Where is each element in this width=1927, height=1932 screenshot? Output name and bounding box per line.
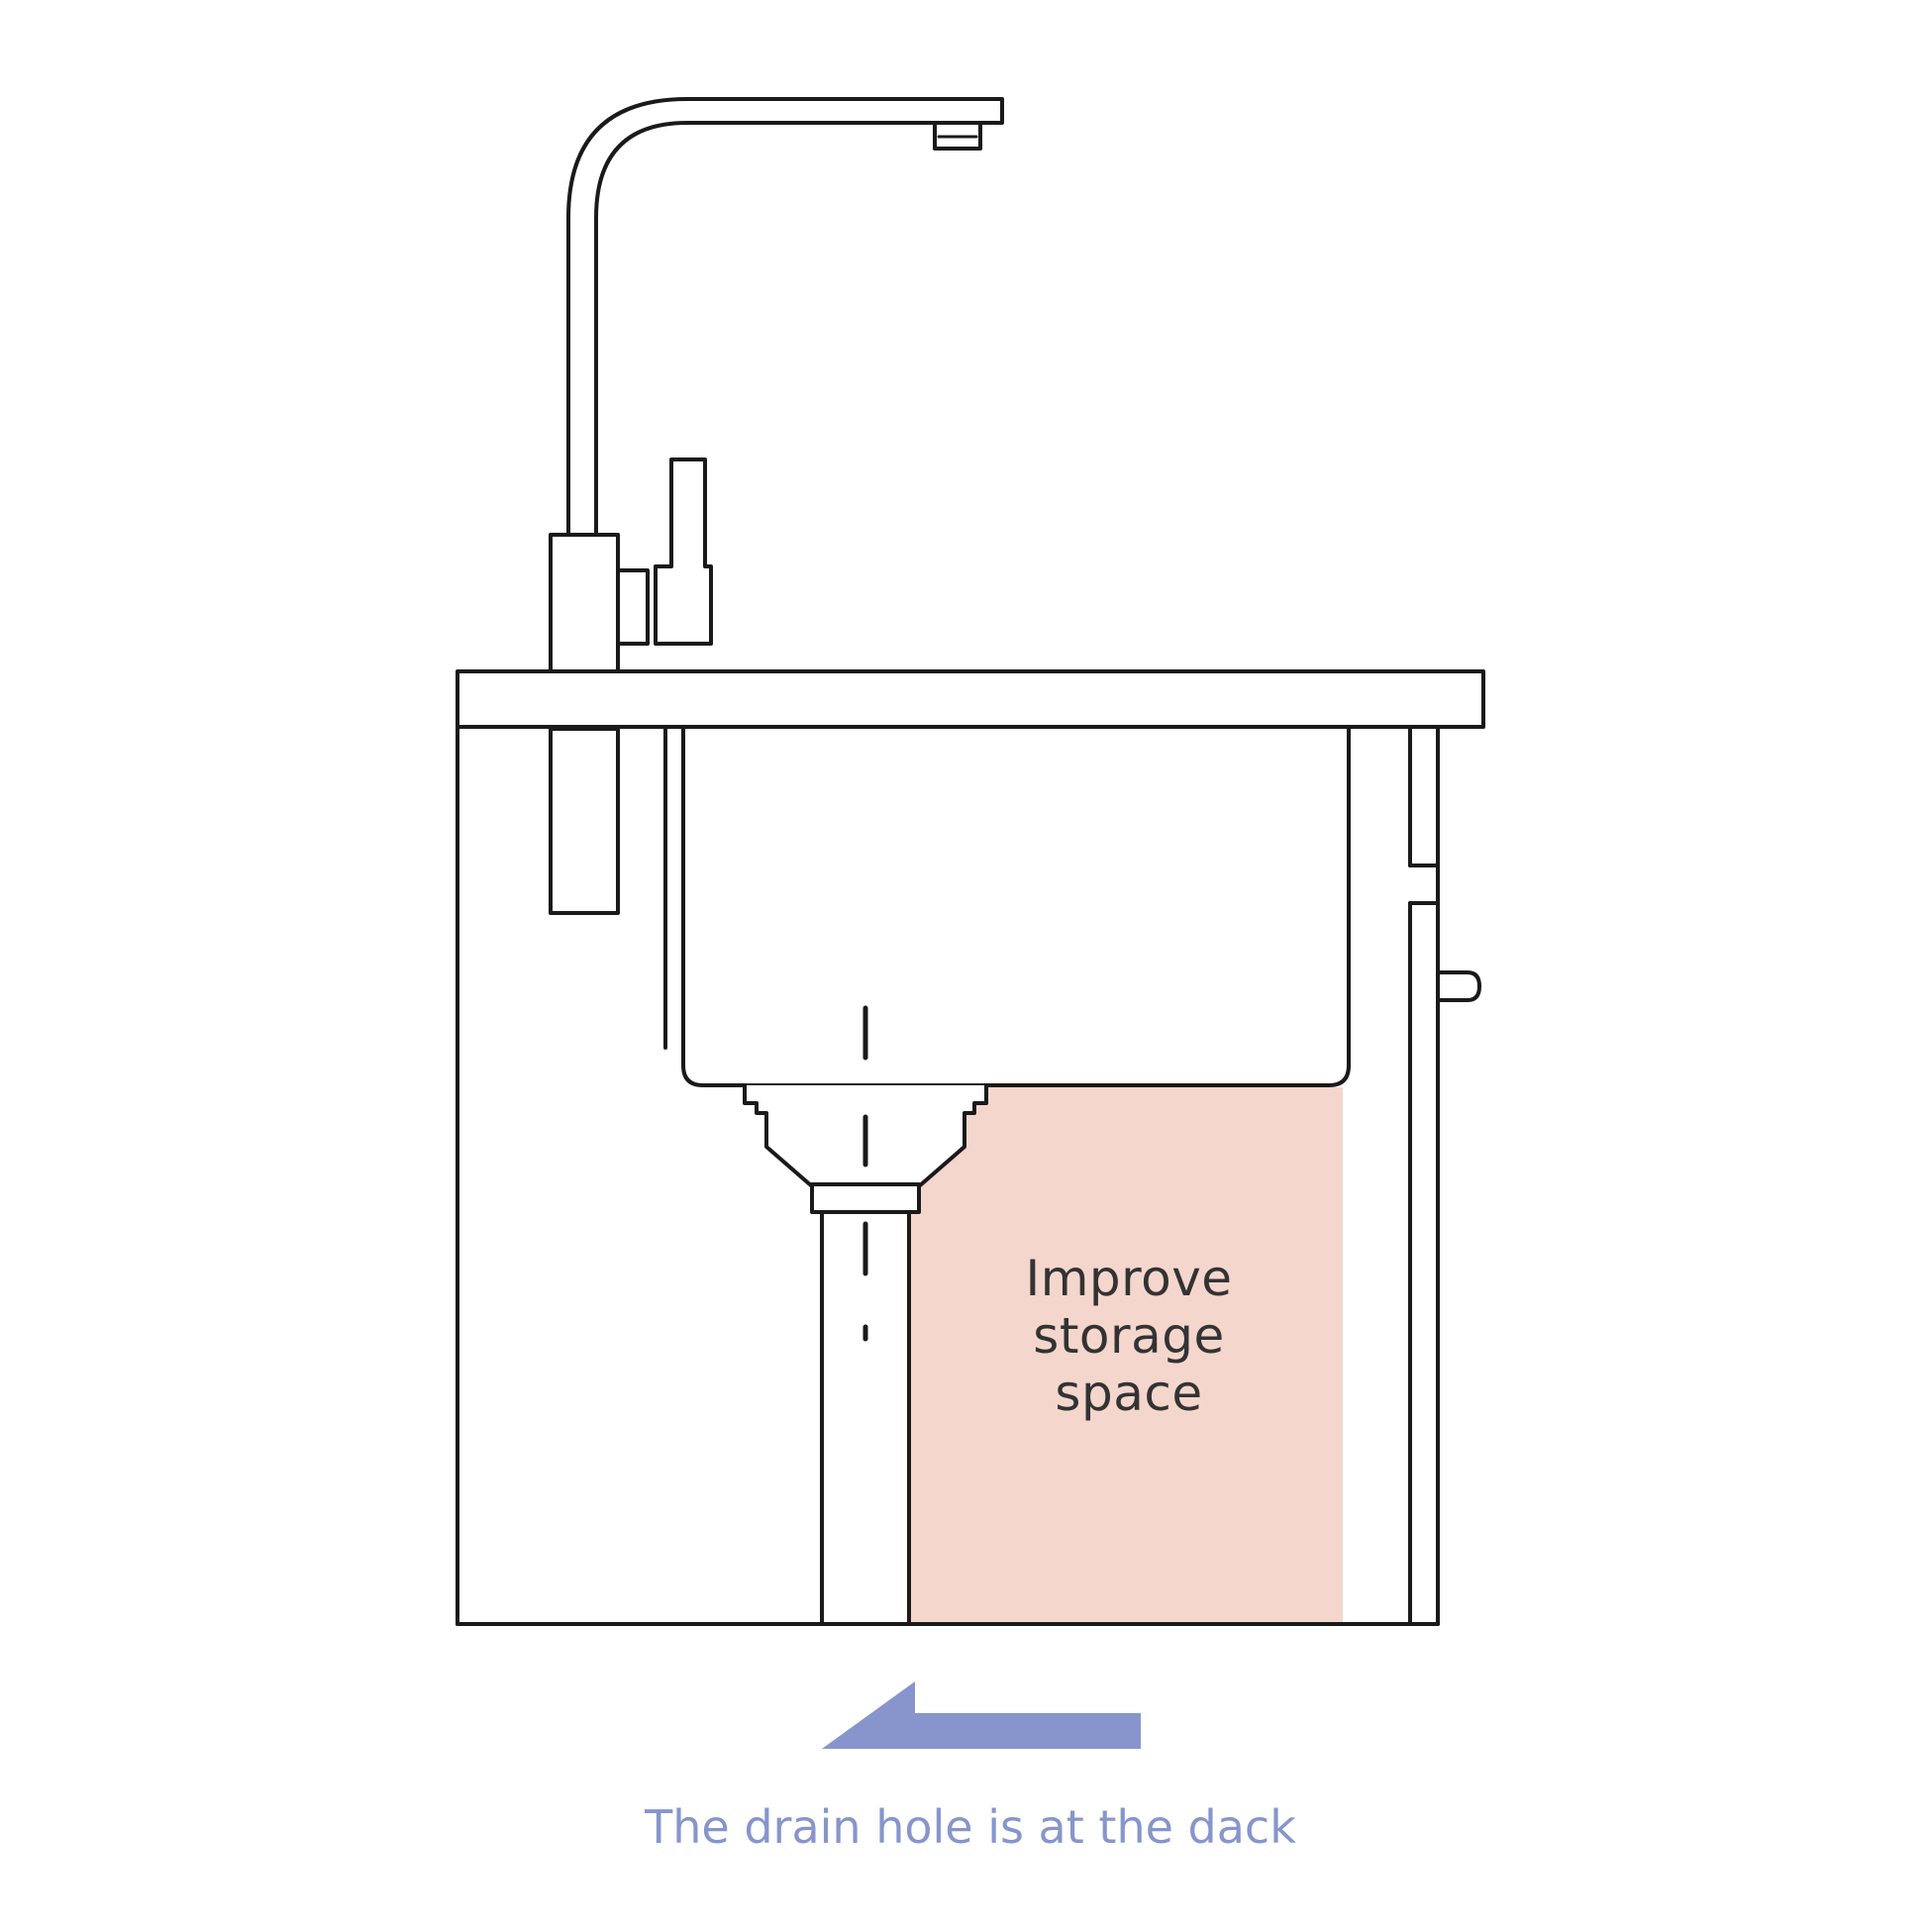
faucet: [549, 97, 1004, 915]
faucet-handle: [654, 458, 713, 646]
cabinet: [456, 727, 1481, 1626]
faucet-shank: [549, 727, 620, 915]
arrow-left-icon: [822, 1681, 1141, 1749]
storage-label-line1: Improve: [1025, 1250, 1233, 1307]
storage-space-area: [909, 1087, 1343, 1622]
storage-label-line3: space: [1055, 1365, 1203, 1422]
sink-basin: [663, 727, 1351, 1087]
storage-space-label: Improve storage space: [990, 1250, 1268, 1422]
faucet-connector: [616, 568, 650, 646]
cabinet-door-knob: [1436, 970, 1481, 1002]
storage-label-line2: storage: [1033, 1307, 1225, 1365]
faucet-spout: [566, 97, 1004, 537]
drain-assembly: [743, 1005, 988, 1626]
countertop: [456, 669, 1485, 729]
faucet-base: [549, 533, 620, 675]
drain-nut: [810, 1182, 921, 1214]
drain-caption: The drain hole is at the dack: [645, 1800, 1296, 1854]
